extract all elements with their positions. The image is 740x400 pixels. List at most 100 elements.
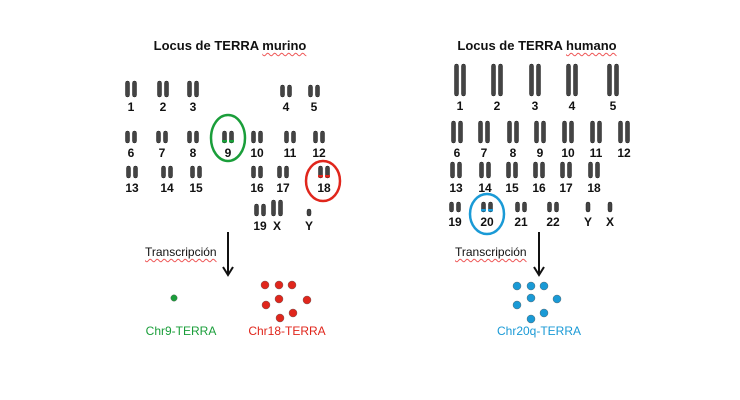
mouse-chromosome-16 [258,165,263,179]
mouse-chromosome-2 [164,80,169,98]
human-chromosome-12 [625,120,630,144]
human-chromosome-21 [515,201,520,213]
mouse-terra-locus-mark [318,175,323,178]
mouse-terra-locus-mark [222,140,227,143]
human-chromosome-label-20: 20 [480,215,494,229]
human-chromosome-label-18: 18 [587,181,601,195]
human-chromosome-15 [506,161,511,179]
chr20q-terra-dot [539,308,549,318]
chr18-terra-dot [287,280,297,290]
mouse-transcription-label: Transcripción [145,245,217,259]
mouse-chromosome-8 [187,130,192,144]
mouse-chromosome-16 [251,165,256,179]
human-chromosome-6 [458,120,463,144]
human-chromosome-17 [567,161,572,179]
chr18-terra-label: Chr18-TERRA [248,324,326,338]
human-chromosome-label-22: 22 [546,215,560,229]
mouse-chromosome-8 [194,130,199,144]
mouse-chromosome-13 [126,165,131,179]
chr20q-terra-dot [512,300,522,310]
human-chromosome-label-7: 7 [480,146,488,160]
mouse-chromosome-label-10: 10 [250,146,264,160]
human-chromosome-2 [498,63,503,97]
human-chromosome-3 [536,63,541,97]
mouse-chromosome-1 [125,80,130,98]
human-chromosome-18 [595,161,600,179]
mouse-chromosome-3 [187,80,192,98]
human-chromosome-11 [597,120,602,144]
human-transcription-label: Transcripción [455,245,527,259]
chr18-terra-dot [274,280,284,290]
human-chromosome-label-15: 15 [505,181,519,195]
mouse-chromosome-7 [156,130,161,144]
human-chromosome-11 [590,120,595,144]
mouse-chromosome-3 [194,80,199,98]
chr20-highlight-circle [468,192,506,236]
mouse-chromosome-11 [291,130,296,144]
chr9-highlight-circle [209,113,247,163]
human-chromosome-8 [514,120,519,144]
mouse-chromosome-19 [254,203,259,217]
human-chromosome-label-4: 4 [568,99,576,113]
human-chromosome-2 [491,63,496,97]
mouse-chromosome-label-16: 16 [250,181,264,195]
human-chromosome-7 [485,120,490,144]
human-chromosome-10 [569,120,574,144]
mouse-chromosome-label-14: 14 [160,181,174,195]
human-chromosome-19 [449,201,454,213]
human-chromosome-13 [457,161,462,179]
human-chromosome-4 [573,63,578,97]
mouse-chromosome-label-9: 9 [224,146,232,160]
human-chromosome-1 [461,63,466,97]
mouse-chromosome-14 [168,165,173,179]
chr18-terra-dot [260,280,270,290]
mouse-chromosome-19 [261,203,266,217]
mouse-chromosome-12 [313,130,318,144]
human-chromosome-label-1: 1 [456,99,464,113]
human-chromosome-label-9: 9 [536,146,544,160]
mouse-chromosome-label-11: 11 [283,146,297,160]
chr18-terra-dot [302,295,312,305]
mouse-arrow-head-icon [222,266,234,277]
human-chromosome-label-3: 3 [531,99,539,113]
mouse-chromosome-label-17: 17 [276,181,290,195]
human-chromosome-10 [562,120,567,144]
human-chromosome-label-10: 10 [561,146,575,160]
mouse-chromosome-y [306,208,312,217]
human-chromosome-19 [456,201,461,213]
mouse-chromosome-5 [315,84,320,98]
chr20q-terra-dot [526,293,536,303]
mouse-chromosome-x [271,199,276,217]
mouse-terra-locus-mark [229,140,234,143]
human-chromosome-label-2: 2 [493,99,501,113]
mouse-chromosome-label-6: 6 [127,146,135,160]
mouse-chromosome-15 [190,165,195,179]
human-chromosome-21 [522,201,527,213]
human-chromosome-15 [513,161,518,179]
mouse-chromosome-label-4: 4 [282,100,290,114]
mouse-chromosome-10 [251,130,256,144]
chr9-terra-dot [170,294,178,302]
human-chromosome-14 [486,161,491,179]
chr20q-terra-dot [552,294,562,304]
mouse-chromosome-label-1: 1 [127,100,135,114]
human-chromosome-label-12: 12 [617,146,631,160]
human-chromosome-label-x: X [605,215,615,229]
human-chromosome-label-8: 8 [509,146,517,160]
human-chromosome-label-13: 13 [449,181,463,195]
chr9-terra-label: Chr9-TERRA [145,324,217,338]
mouse-chromosome-label-19: 19 [253,219,267,233]
mouse-chromosome-label-12: 12 [312,146,326,160]
human-terra-locus-mark [481,209,486,212]
human-chromosome-1 [454,63,459,97]
human-chromosome-label-17: 17 [559,181,573,195]
human-chromosome-label-11: 11 [589,146,603,160]
human-chromosome-22 [547,201,552,213]
human-chromosome-9 [534,120,539,144]
human-chromosome-9 [541,120,546,144]
mouse-chromosome-label-y: Y [304,219,314,233]
mouse-chromosome-12 [320,130,325,144]
mouse-chromosome-2 [157,80,162,98]
mouse-chromosome-15 [197,165,202,179]
